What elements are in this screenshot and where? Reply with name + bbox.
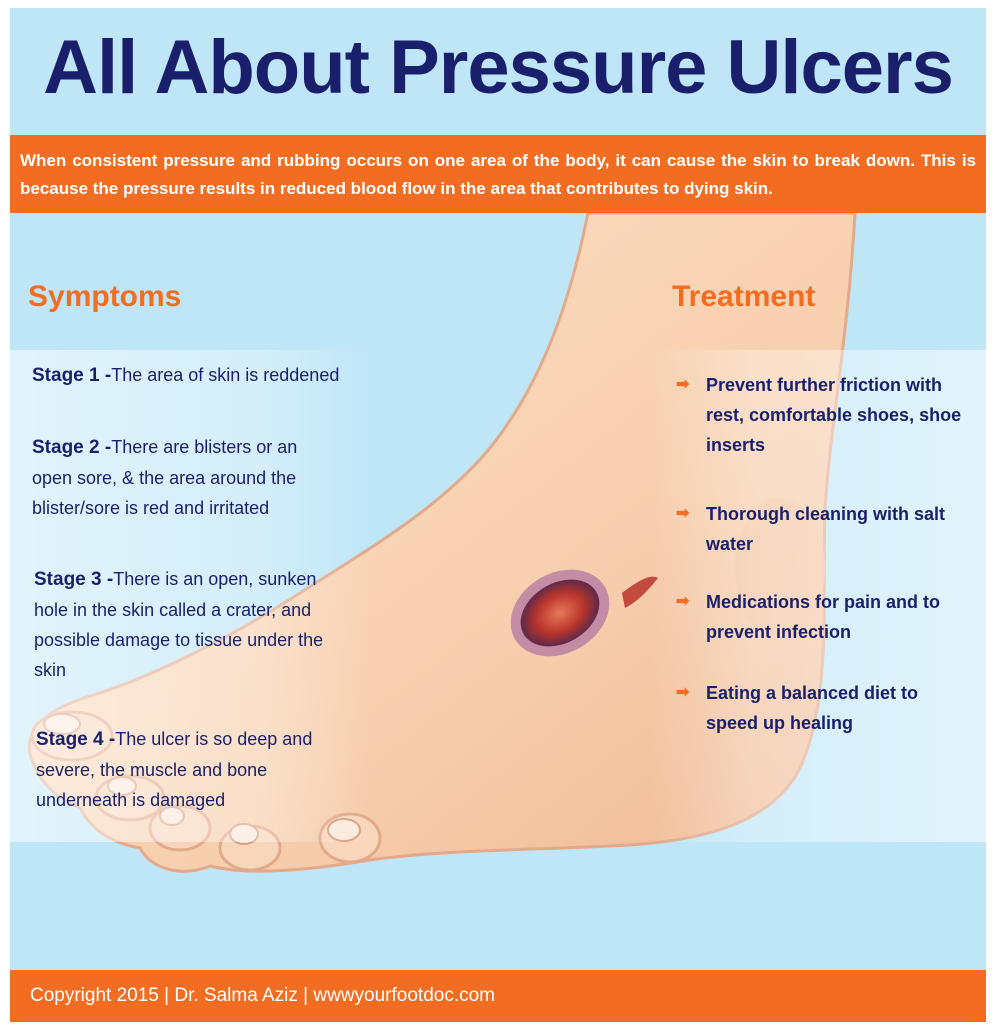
stage-text: There is an open, sunken hole in the ski… <box>34 569 324 680</box>
treatment-text: Eating a balanced diet to speed up heali… <box>706 683 919 733</box>
stage-text: The ulcer is so deep and severe, the mus… <box>36 729 313 810</box>
symptoms-heading: Symptoms <box>28 280 182 313</box>
stage-item: Stage 4 -The ulcer is so deep and severe… <box>36 724 326 815</box>
treatment-item: ➡ Medications for pain and to prevent inf… <box>676 587 966 647</box>
treatment-heading: Treatment <box>672 280 816 313</box>
stage-item: Stage 3 -There is an open, sunken hole i… <box>34 564 324 685</box>
symptoms-panel <box>10 350 372 842</box>
arrow-right-icon: ➡ <box>676 684 690 701</box>
stage-label: Stage 1 - <box>32 365 112 386</box>
stage-text: There are blisters or an open sore, & th… <box>32 437 298 518</box>
footer-bar: Copyright 2015 | Dr. Salma Aziz | wwwyou… <box>10 970 986 1022</box>
copyright-text: Copyright 2015 | Dr. Salma Aziz | wwwyou… <box>30 985 496 1006</box>
page-title: All About Pressure Ulcers <box>43 25 954 110</box>
arrow-right-icon: ➡ <box>676 593 690 610</box>
pressure-ulcer-wound <box>510 569 658 657</box>
intro-banner: When consistent pressure and rubbing occ… <box>10 135 986 213</box>
treatment-text: Prevent further friction with rest, comf… <box>706 375 962 455</box>
infographic-frame: All About Pressure Ulcers When consisten… <box>10 8 986 1022</box>
treatment-text: Thorough cleaning with salt water <box>706 504 946 554</box>
arrow-right-icon: ➡ <box>676 505 690 522</box>
stage-item: Stage 2 -There are blisters or an open s… <box>32 432 332 523</box>
stage-text: The area of skin is reddened <box>111 365 340 385</box>
stage-label: Stage 2 - <box>32 437 112 458</box>
intro-text: When consistent pressure and rubbing occ… <box>20 151 976 198</box>
stage-label: Stage 4 - <box>36 729 116 750</box>
stage-item: Stage 1 -The area of skin is reddened <box>32 360 372 391</box>
treatment-text: Medications for pain and to prevent infe… <box>706 592 941 642</box>
treatment-item: ➡ Prevent further friction with rest, com… <box>676 370 966 460</box>
arrow-right-icon: ➡ <box>676 376 690 393</box>
stage-label: Stage 3 - <box>34 569 114 590</box>
treatment-item: ➡ Thorough cleaning with salt water <box>676 499 966 559</box>
treatment-panel <box>650 350 986 842</box>
treatment-item: ➡ Eating a balanced diet to speed up heal… <box>676 678 966 738</box>
